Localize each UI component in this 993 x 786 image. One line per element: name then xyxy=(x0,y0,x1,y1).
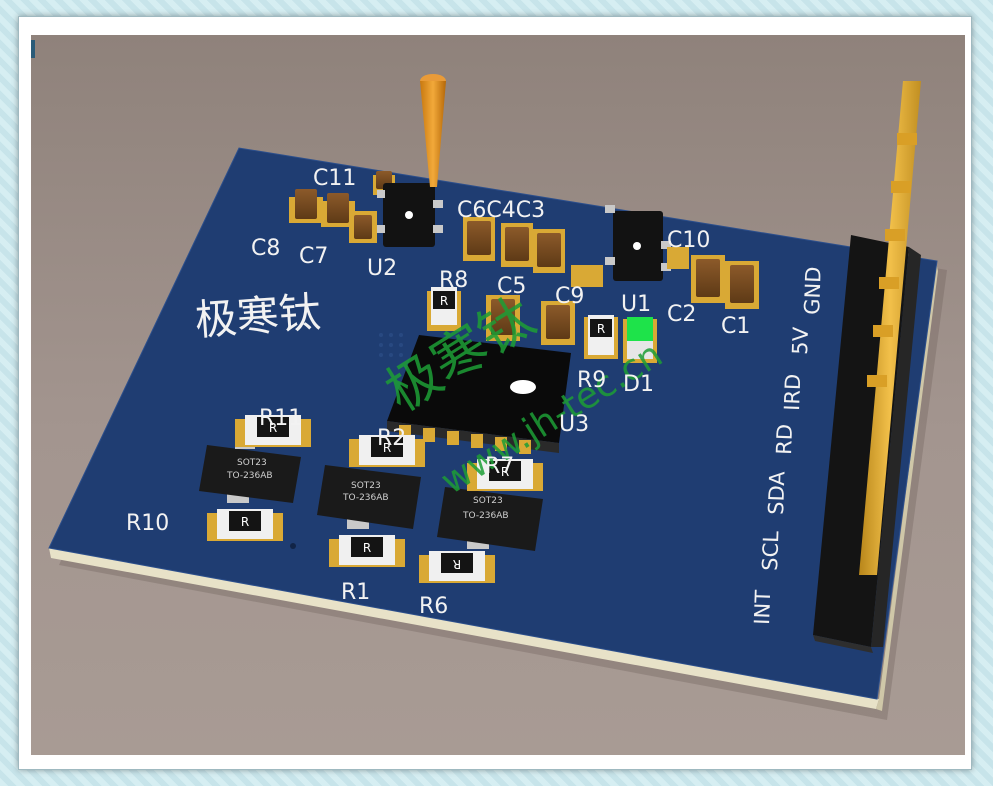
resistor-r6: R xyxy=(419,551,495,583)
pin-label-0: INT xyxy=(750,589,775,625)
led-d1 xyxy=(623,317,657,363)
label-r10: R10 xyxy=(126,511,169,536)
pin-label-5: 5V xyxy=(788,326,813,355)
svg-text:TO-236AB: TO-236AB xyxy=(226,471,273,481)
svg-text:TO-236AB: TO-236AB xyxy=(342,493,389,503)
label-c8: C8 xyxy=(251,236,280,261)
label-r2: R2 xyxy=(377,426,406,451)
svg-text:SOT23: SOT23 xyxy=(473,496,503,506)
label-r1: R1 xyxy=(341,580,370,605)
svg-text:R: R xyxy=(363,541,371,555)
sot23-mid: SOT23 TO-236AB xyxy=(317,465,421,529)
pin-label-2: SDA xyxy=(764,470,790,515)
board-title: 极寒钛 xyxy=(193,287,322,345)
viewport-corner-marker xyxy=(31,40,35,58)
pin-label-6: GND xyxy=(800,266,826,315)
pin-label-3: RD xyxy=(772,424,797,456)
label-r8: R8 xyxy=(439,268,468,293)
svg-text:SOT23: SOT23 xyxy=(237,458,267,468)
label-c1: C1 xyxy=(721,314,750,339)
label-c6c4c3: C6C4C3 xyxy=(457,198,545,223)
svg-text:R: R xyxy=(597,322,605,336)
pin-label-1: SCL xyxy=(758,530,783,571)
svg-text:R: R xyxy=(241,515,249,529)
chip-u3 xyxy=(387,335,571,454)
label-d1: D1 xyxy=(623,372,654,397)
resistor-r11: R xyxy=(235,415,311,447)
label-r6: R6 xyxy=(419,594,448,619)
resistor-r9: R xyxy=(584,315,618,359)
label-c10: C10 xyxy=(667,228,710,253)
label-u1: U1 xyxy=(621,292,651,317)
pcb-edge xyxy=(49,548,879,709)
chip-u1 xyxy=(605,205,671,281)
label-u3: U3 xyxy=(559,412,589,437)
chip-u2 xyxy=(377,183,443,247)
label-c11: C11 xyxy=(313,166,356,191)
svg-text:R: R xyxy=(501,465,509,479)
resistor-r2: R xyxy=(349,435,425,467)
svg-text:SOT23: SOT23 xyxy=(351,481,381,491)
svg-text:R: R xyxy=(440,294,448,308)
label-r11: R11 xyxy=(259,406,302,431)
capacitor-group-mid xyxy=(463,217,603,345)
pcb-render: 极寒钛 xyxy=(48,74,947,720)
designator-labels: C11 C6C4C3 C10 C8 C7 U2 R8 C5 C9 U1 C2 C… xyxy=(126,166,750,619)
3d-viewport[interactable]: 极寒钛 xyxy=(31,35,965,755)
resistor-r8: R xyxy=(427,287,461,331)
probe-pin xyxy=(420,74,446,187)
resistor-r7: R xyxy=(467,459,543,491)
label-u2: U2 xyxy=(367,256,397,281)
svg-text:R: R xyxy=(453,557,461,571)
resistor-r1: R xyxy=(329,535,405,567)
svg-text:R: R xyxy=(383,441,391,455)
sot23-right: SOT23 TO-236AB xyxy=(437,487,543,551)
label-r7: R7 xyxy=(485,454,514,479)
svg-text:TO-236AB: TO-236AB xyxy=(462,511,509,521)
label-c7: C7 xyxy=(299,244,328,269)
label-c2: C2 xyxy=(667,302,696,327)
pin-labels: INT SCL SDA RD IRD 5V GND xyxy=(750,266,826,625)
svg-text:R: R xyxy=(269,421,277,435)
label-c9: C9 xyxy=(555,284,584,309)
label-r9: R9 xyxy=(577,368,606,393)
pin-header xyxy=(813,81,921,653)
pin-label-4: IRD xyxy=(780,373,805,411)
label-c5: C5 xyxy=(497,274,526,299)
capacitor-group-right xyxy=(667,247,759,309)
sot23-left: SOT23 TO-236AB xyxy=(199,435,301,503)
resistor-r10: R xyxy=(207,509,283,541)
